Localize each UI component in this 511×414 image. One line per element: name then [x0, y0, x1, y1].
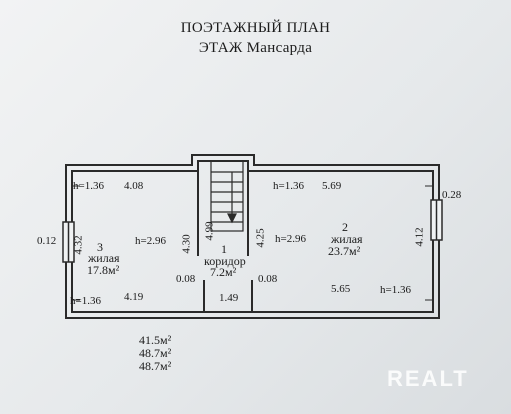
- total-area-general: 48.7м²: [139, 346, 172, 360]
- dim-bottom-right-height: h=1.36: [380, 284, 411, 296]
- total-area-overall: 48.7м²: [139, 359, 172, 373]
- dim-top-right-height: h=1.36: [273, 180, 304, 192]
- room-2-number: 2: [342, 220, 348, 234]
- dim-top-right-length: 5.69: [322, 180, 342, 192]
- dim-bottom-left-length: 4.19: [124, 291, 144, 303]
- staircase: [210, 160, 244, 232]
- room-1-area: 7.2м²: [210, 265, 237, 279]
- dim-right-window: 0.28: [442, 189, 462, 201]
- room-3-number: 3: [97, 240, 103, 254]
- dim-top-left-length: 4.08: [124, 180, 144, 192]
- total-area-living: 41.5м²: [139, 333, 172, 347]
- dim-corridor-left-niche: 0.08: [176, 273, 196, 285]
- room-2-type: жилая: [331, 232, 363, 246]
- dim-stair-wall: 4.99: [203, 221, 216, 241]
- left-window: [62, 221, 75, 263]
- right-window: [430, 199, 443, 241]
- room-1-type: коридор: [204, 254, 246, 268]
- room-3-area: 17.8м²: [87, 263, 120, 277]
- dim-left-window: 0.12: [37, 235, 57, 247]
- dim-corridor-right-wall: 4.25: [254, 228, 267, 248]
- dim-bottom-left-height: h=1.36: [70, 295, 101, 307]
- dim-right-wall: 4.12: [413, 227, 426, 247]
- dim-corridor-right-niche: 0.08: [258, 273, 278, 285]
- room-1-number: 1: [221, 242, 227, 256]
- dim-corridor-left-wall: 4.30: [180, 234, 193, 254]
- outer-wall: [65, 154, 440, 319]
- room-2-area: 23.7м²: [328, 244, 361, 258]
- room-3-height: h=2.96: [135, 235, 166, 247]
- dim-bottom-right-length: 5.65: [331, 283, 351, 295]
- stair-arrow: [227, 213, 237, 224]
- plan-subtitle: ЭТАЖ Мансарда: [198, 40, 313, 56]
- dim-top-left-height: h=1.36: [73, 180, 104, 192]
- room-3-type: жилая: [88, 251, 120, 265]
- room-2-height: h=2.96: [275, 233, 306, 245]
- dim-corridor-bottom: 1.49: [219, 292, 239, 304]
- plan-title: ПОЭТАЖНЫЙ ПЛАН: [180, 20, 331, 36]
- dim-left-wall: 4.32: [72, 235, 85, 255]
- watermark-logo: REALT: [387, 366, 469, 391]
